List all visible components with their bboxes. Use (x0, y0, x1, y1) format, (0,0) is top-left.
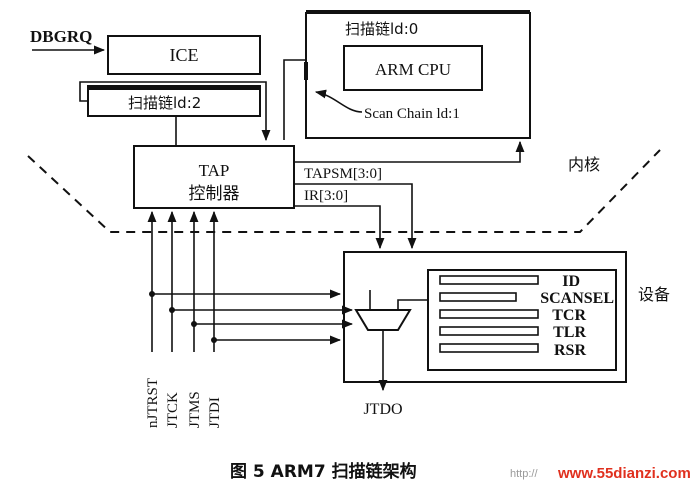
jtdi-label: JTDI (207, 397, 223, 428)
jtck-junction (169, 307, 175, 313)
tapsm-to-scan-chain-0 (294, 140, 525, 163)
scan-chain-1-pointer (314, 89, 363, 113)
ir-to-device (294, 205, 385, 250)
register-label-id: ID (562, 273, 580, 290)
register-bar-rsr (439, 343, 539, 353)
output-multiplexer (354, 309, 412, 331)
figure-caption: 图 5 ARM7 扫描链架构 (230, 461, 417, 482)
core-region-label: 内核 (568, 155, 600, 174)
tapsm-to-device (294, 183, 417, 250)
register-select-link (397, 299, 428, 310)
jtdo-label: JTDO (363, 401, 402, 418)
jtck-label: JTCK (165, 392, 181, 428)
njtrst-junction (149, 291, 155, 297)
scan-chain-1-wire (283, 59, 306, 140)
tap-controller-block (133, 145, 295, 209)
tap-label-line1: TAP (199, 161, 230, 180)
ice-block (107, 35, 261, 75)
register-label-tlr: TLR (553, 324, 586, 341)
register-group (427, 269, 617, 371)
arm-cpu-block (343, 45, 483, 91)
device-block (343, 251, 627, 383)
jtms-label: JTMS (187, 391, 203, 428)
register-bar-scansel (439, 292, 517, 302)
device-region-label: 设备 (638, 285, 670, 304)
jtdi-junction (211, 337, 217, 343)
register-bar-id (439, 275, 539, 285)
dbgrq-label: DBGRQ (30, 27, 92, 46)
ice-label: ICE (170, 45, 199, 65)
tapsm-label: TAPSM[3:0] (304, 166, 382, 182)
register-label-rsr: RSR (554, 342, 586, 359)
register-bar-tcr (439, 309, 539, 319)
ir-label: IR[3:0] (304, 188, 348, 204)
scan-chain-0-label: 扫描链ld:0 (345, 20, 418, 38)
tap-label-line2: 控制器 (189, 184, 240, 204)
scan-chain-1-label: Scan Chain ld:1 (364, 106, 460, 122)
scan-chain-2-loop (79, 81, 271, 142)
register-bar-tlr (439, 326, 539, 336)
scan-chain-2-label: 扫描链ld:2 (128, 94, 201, 112)
njtrst-label: nJTRST (145, 378, 161, 428)
jtms-junction (191, 321, 197, 327)
watermark-site: www.55dianzi.com (557, 465, 691, 482)
arm-cpu-label: ARM CPU (375, 60, 451, 79)
register-label-tcr: TCR (552, 307, 586, 324)
register-label-scansel: SCANSEL (540, 290, 614, 307)
core-boundary (27, 149, 661, 233)
watermark-prefix: http:// (510, 468, 538, 480)
